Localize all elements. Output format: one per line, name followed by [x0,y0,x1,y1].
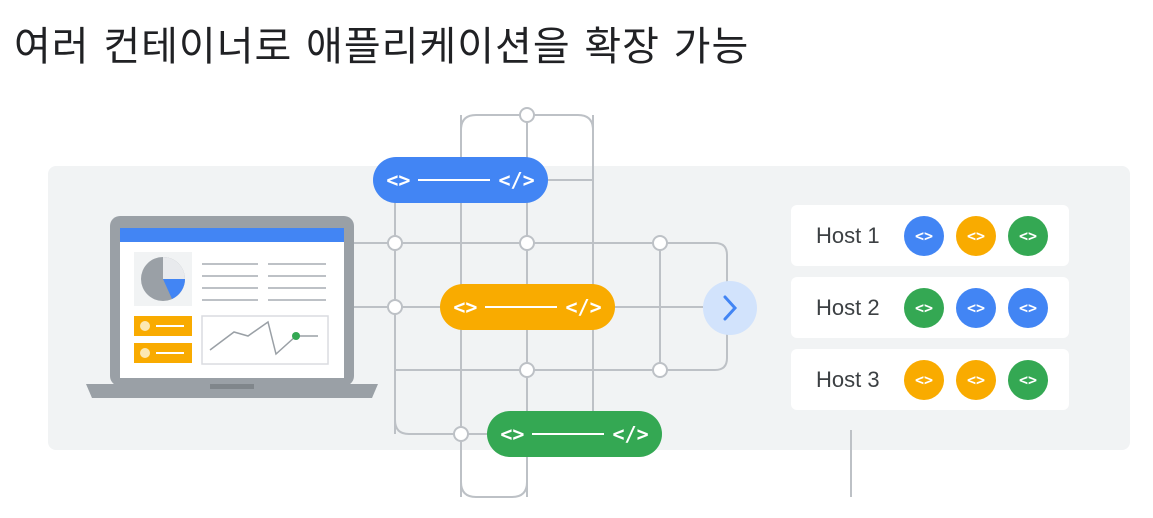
code-close-icon: </> [565,295,602,319]
container-pill-yellow: <> </> [440,284,615,330]
code-open-icon: <> [386,168,411,192]
container-chip-icon: <> [956,215,996,256]
code-open-icon: <> [453,295,478,319]
container-chip-icon: <> [904,359,944,400]
container-chip-icon: <> [1008,359,1048,400]
host-card-2: Host 2 <> <> <> [791,277,1069,338]
container-chip-icon: <> [904,287,944,328]
code-close-icon: </> [612,422,649,446]
container-chip-icon: <> [904,215,944,256]
container-chip-icon: <> [956,287,996,328]
page-title: 여러 컨테이너로 애플리케이션을 확장 가능 [14,24,750,70]
host-card-1: Host 1 <> <> <> [791,205,1069,266]
container-pill-blue: <> </> [373,157,548,203]
chevron-right-icon [703,281,757,335]
laptop-icon [86,216,378,398]
pill-dash [418,179,491,181]
container-pill-green: <> </> [487,411,662,457]
host-label: Host 1 [816,222,880,248]
host-label: Host 2 [816,294,880,320]
host-label: Host 3 [816,366,880,392]
container-chip-icon: <> [956,359,996,400]
code-close-icon: </> [498,168,535,192]
code-open-icon: <> [500,422,525,446]
pill-dash [532,433,605,435]
container-chip-icon: <> [1008,287,1048,328]
host-card-3: Host 3 <> <> <> [791,349,1069,410]
container-chip-icon: <> [1008,215,1048,256]
pill-dash [485,306,558,308]
